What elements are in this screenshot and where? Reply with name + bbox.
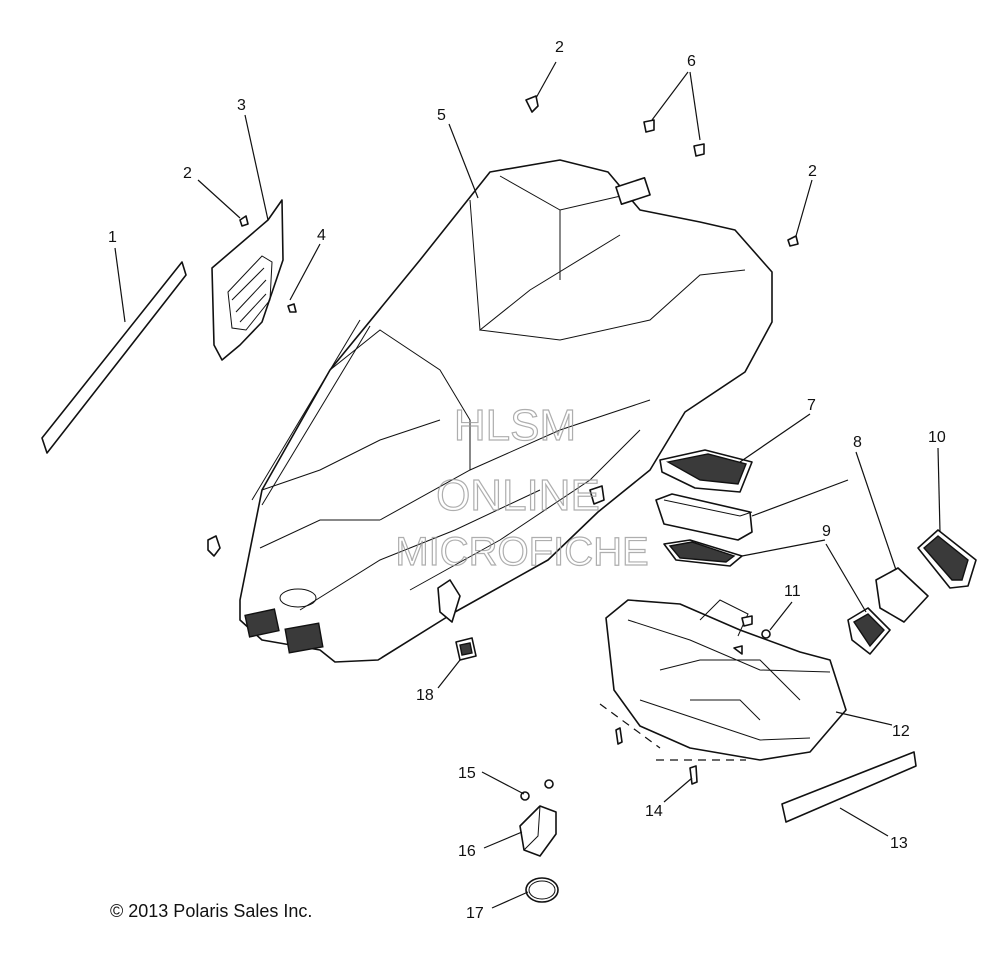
leader-lines xyxy=(114,61,941,909)
callout-1: 1 xyxy=(108,229,117,246)
callout-16: 16 xyxy=(458,843,476,860)
part-nuts-15 xyxy=(520,779,554,801)
callout-11: 11 xyxy=(784,583,801,600)
callout-2-top: 2 xyxy=(555,39,564,56)
callout-2-right: 2 xyxy=(808,163,817,180)
copyright-notice: © 2013 Polaris Sales Inc. xyxy=(110,901,313,921)
callout-14: 14 xyxy=(645,803,663,820)
callout-5: 5 xyxy=(437,107,446,124)
callout-6: 6 xyxy=(687,53,696,70)
part-console-housing xyxy=(605,599,847,761)
part-decal-strip-left xyxy=(41,261,187,454)
part-bracket-16 xyxy=(519,805,557,857)
callout-2-left: 2 xyxy=(183,165,192,182)
watermark-line-1: HLSM xyxy=(454,401,576,450)
part-fasteners-2-4-6 xyxy=(239,95,799,313)
callout-7: 7 xyxy=(807,397,816,414)
callouts: 1 2 2 2 3 4 5 6 7 8 9 10 11 12 13 14 15 … xyxy=(108,39,946,922)
callout-4: 4 xyxy=(317,227,326,244)
dashed-outline xyxy=(599,703,746,761)
callout-13: 13 xyxy=(890,835,908,852)
part-oring-17 xyxy=(525,877,559,903)
part-mesh-grille-right xyxy=(917,529,977,589)
callout-8: 8 xyxy=(853,434,862,451)
part-vent-top xyxy=(659,449,753,493)
callout-10: 10 xyxy=(928,429,946,446)
callout-15: 15 xyxy=(458,765,476,782)
callout-3: 3 xyxy=(237,97,246,114)
part-screws-14 xyxy=(615,727,698,785)
part-side-vent-panel xyxy=(211,199,284,361)
callout-18: 18 xyxy=(416,687,434,704)
part-main-hood xyxy=(239,159,773,663)
part-clip-18 xyxy=(455,637,477,661)
watermark-line-3: MICROFICHE xyxy=(395,530,648,574)
part-vent-box xyxy=(655,493,753,541)
watermark: HLSM ONLINE MICROFICHE xyxy=(395,400,650,574)
callout-17: 17 xyxy=(466,905,484,922)
callout-12: 12 xyxy=(892,723,910,740)
part-vent-block-right xyxy=(847,567,929,655)
part-decal-strip-right xyxy=(781,751,917,823)
hood-fasteners xyxy=(207,485,605,623)
watermark-line-2: ONLINE xyxy=(436,471,600,520)
callout-9: 9 xyxy=(822,523,831,540)
part-screws-11 xyxy=(733,615,771,655)
part-mesh-grille xyxy=(663,539,743,567)
